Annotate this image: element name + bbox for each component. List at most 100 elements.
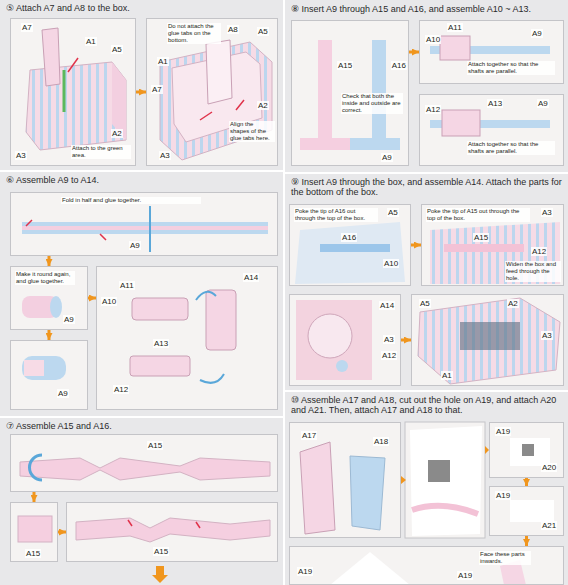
step-heading: ⑦ Assemble A15 and A16. [6, 421, 277, 431]
paper-shaft [50, 296, 62, 318]
panel-ground [0, 172, 283, 416]
step-heading: ⑩ Assemble A17 and A18, cut out the hole… [291, 395, 563, 416]
box-assembly [295, 222, 405, 284]
photo-frame: A15 [10, 502, 58, 562]
part-label: A8 [227, 25, 239, 34]
paper-box [206, 40, 232, 104]
instruction-note: Make it round again, and glue together. [15, 271, 75, 285]
part-label: A12 [425, 105, 441, 114]
part-label: A15 [147, 441, 163, 450]
part-label: A2 [507, 299, 519, 308]
step-heading: ⑧ Insert A9 through A15 and A16, and ass… [291, 4, 563, 14]
step-panel: ⑤ Attach A7 and A8 to the box. A7A1A5A2A3… [0, 0, 283, 170]
box-assembly [444, 244, 524, 252]
box-assembly [320, 244, 390, 252]
part-label: A5 [257, 27, 269, 36]
photo-ground [66, 502, 278, 562]
photo-ground [419, 94, 564, 166]
box-assembly [336, 360, 348, 372]
step-heading: ⑤ Attach A7 and A8 to the box. [6, 3, 277, 13]
photo-ground [289, 422, 401, 538]
paper-shaft [206, 290, 236, 350]
shaft-frame [300, 138, 350, 150]
instruction-note: Widen the box and feed through the hole. [505, 261, 561, 282]
photo-frame: A15 [66, 502, 278, 562]
part-label: A7 [21, 23, 33, 32]
part-label: A9 [537, 99, 549, 108]
part-label: A3 [159, 151, 171, 160]
part-label: A9 [63, 315, 75, 324]
connector-group [34, 52, 527, 546]
part-label: A16 [341, 233, 357, 242]
instruction-note: Align the shapes of the glue tabs here. [229, 121, 275, 142]
part-label: A2 [257, 101, 269, 110]
paper-shaft [22, 356, 66, 380]
photo-frame: A19Face these parts inwards.A19 [289, 546, 564, 585]
photo-ground [489, 486, 564, 536]
photo-frame: Poke the tip of A16 out through the top … [289, 204, 411, 286]
shaft-frame [300, 36, 550, 150]
box-assembly [430, 222, 560, 284]
photo-frame: A11A10A14A13A12 [96, 266, 278, 410]
part-label: A9 [381, 153, 393, 162]
box-assembly [308, 314, 352, 358]
photo-ground [10, 18, 564, 585]
step-panel: ⑨ Insert A9 through the box, and assembl… [285, 174, 568, 390]
paper-sheet [522, 444, 534, 456]
part-label: A9 [531, 29, 543, 38]
step-arrow [48, 256, 51, 266]
paper-strip [20, 458, 270, 480]
part-label: A7 [151, 85, 163, 94]
paper-shaft [22, 226, 268, 230]
photo-frame: A12 A13 A9Attach together so that the shaf… [419, 94, 564, 166]
instruction-note: Attach together so that the shafts are p… [467, 61, 555, 75]
photo-ground [96, 266, 278, 410]
part-label: A12 [381, 351, 397, 360]
shaft-frame [440, 36, 470, 60]
step-arrow [411, 244, 421, 247]
photo-frame: A14A3A12 [289, 294, 401, 386]
shaft-frame [318, 40, 332, 140]
instruction-note: Attach together so that the shafts are p… [467, 141, 555, 155]
part-label: A14 [243, 273, 259, 282]
step-arrow [525, 536, 528, 546]
part-label: A20 [541, 463, 557, 472]
photo-ground [489, 422, 564, 478]
step-arrow [136, 91, 146, 94]
part-label: A21 [541, 521, 557, 530]
paper-sheet [300, 426, 554, 585]
photo-frame: Fold in half and glue together.A9 [10, 192, 278, 256]
part-label: A9 [57, 389, 69, 398]
paper-box [42, 28, 60, 86]
paper-box [63, 70, 66, 112]
photo-ground [10, 18, 136, 166]
part-label: A13 [487, 99, 503, 108]
paper-shaft [26, 220, 106, 240]
paper-strip [29, 455, 42, 480]
instruction-note: Check that both the inside and outside a… [341, 93, 403, 114]
paper-sheet [350, 456, 385, 530]
part-label: A17 [301, 431, 317, 440]
instruction-note: Poke the tip of A16 out through the top … [294, 208, 378, 222]
photo-ground [411, 294, 564, 386]
photo-ground [289, 294, 401, 386]
box-assembly [460, 322, 520, 350]
photo-frame: A9 [10, 340, 88, 410]
photo-frame: Do not attach the glue tabs on the botto… [146, 18, 278, 166]
part-label: A14 [379, 301, 395, 310]
paper-sheet [510, 438, 550, 466]
photo-frame: A7A1A5A2A3Attach to the green area. [10, 18, 136, 166]
photo-ground [405, 422, 485, 538]
instruction-note: Fold in half and glue together. [61, 197, 201, 204]
photo-frame: A19A21 [489, 486, 564, 536]
paper-sheet [401, 476, 406, 484]
instruction-note: Attach to the green area. [71, 145, 131, 159]
photo-ground [289, 204, 411, 286]
paper-sheet [330, 552, 410, 585]
part-label: A3 [541, 331, 553, 340]
paper-strip [152, 566, 168, 583]
